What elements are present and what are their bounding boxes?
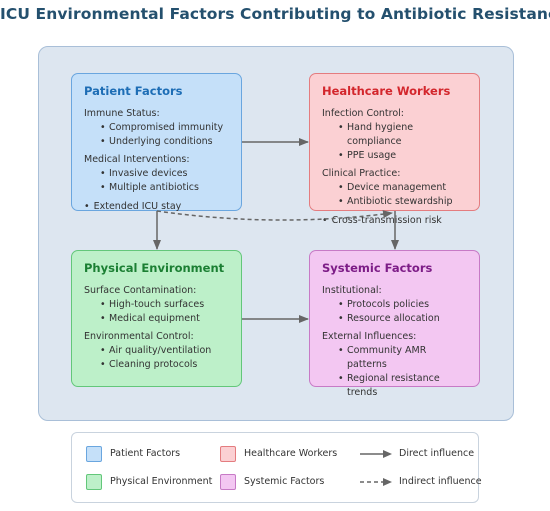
workers-section-infection-control: Infection Control: Hand hygiene complian… xyxy=(322,107,467,163)
systemic-section-external: External Influences: Community AMR patte… xyxy=(322,330,467,400)
physical-environment-title: Physical Environment xyxy=(84,261,225,275)
list-item: Resource allocation xyxy=(338,312,467,326)
section-label: Infection Control: xyxy=(322,108,404,119)
physical-section-surface: Surface Contamination: High-touch surfac… xyxy=(84,284,229,326)
legend-label: Indirect influence xyxy=(399,476,482,487)
physical-section-environmental-control: Environmental Control: Air quality/venti… xyxy=(84,330,229,372)
section-label: Institutional: xyxy=(322,285,382,296)
list-item: Multiple antibiotics xyxy=(100,181,229,195)
section-label: External Influences: xyxy=(322,331,417,342)
list-item: Community AMR patterns xyxy=(338,344,467,372)
bullet-icon: • xyxy=(84,201,90,212)
section-label: Clinical Practice: xyxy=(322,168,401,179)
bullet-icon: • xyxy=(322,215,328,226)
systemic-section-institutional: Institutional: Protocols policies Resour… xyxy=(322,284,467,326)
extra-label: Cross-transmission risk xyxy=(331,215,442,226)
legend-swatch-systemic xyxy=(220,474,236,490)
patient-section-interventions: Medical Interventions: Invasive devices … xyxy=(84,153,229,195)
legend-label: Systemic Factors xyxy=(244,476,325,487)
patient-factors-title: Patient Factors xyxy=(84,84,183,98)
section-label: Environmental Control: xyxy=(84,331,194,342)
list-item: Invasive devices xyxy=(100,167,229,181)
legend-swatch-patient xyxy=(86,446,102,462)
legend-label: Patient Factors xyxy=(110,448,181,459)
list-item: Medical equipment xyxy=(100,312,229,326)
section-label: Immune Status: xyxy=(84,108,160,119)
list-item: Device management xyxy=(338,181,467,195)
list-item: PPE usage xyxy=(338,149,467,163)
patient-factors-box: Patient Factors Immune Status: Compromis… xyxy=(71,73,242,214)
solid-arrow-icon xyxy=(360,450,392,458)
workers-section-clinical-practice: Clinical Practice: Device management Ant… xyxy=(322,167,467,209)
section-label: Surface Contamination: xyxy=(84,285,197,296)
section-label: Medical Interventions: xyxy=(84,154,190,165)
list-item: Cleaning protocols xyxy=(100,358,229,372)
healthcare-workers-title: Healthcare Workers xyxy=(322,84,451,98)
legend-label: Healthcare Workers xyxy=(244,448,338,459)
list-item: Antibiotic stewardship xyxy=(338,195,467,209)
legend-swatch-physical xyxy=(86,474,102,490)
legend-label: Physical Environment xyxy=(110,476,213,487)
dashed-arrow-icon xyxy=(360,478,392,486)
list-item: High-touch surfaces xyxy=(100,298,229,312)
list-item: Regional resistance trends xyxy=(338,372,467,400)
list-item: Underlying conditions xyxy=(100,135,229,149)
patient-section-immune: Immune Status: Compromised immunity Unde… xyxy=(84,107,229,149)
list-item: Compromised immunity xyxy=(100,121,229,135)
list-item: Protocols policies xyxy=(338,298,467,312)
healthcare-workers-box: Healthcare Workers Infection Control: Ha… xyxy=(309,73,480,226)
patient-extra-item: •Extended ICU stay xyxy=(84,200,229,214)
list-item: Hand hygiene compliance xyxy=(338,121,467,149)
workers-extra-item: •Cross-transmission risk xyxy=(322,214,467,228)
diagram-title: ICU Environmental Factors Contributing t… xyxy=(0,5,550,23)
physical-environment-box: Physical Environment Surface Contaminati… xyxy=(71,250,242,387)
extra-label: Extended ICU stay xyxy=(93,201,182,212)
systemic-factors-box: Systemic Factors Institutional: Protocol… xyxy=(309,250,480,398)
list-item: Air quality/ventilation xyxy=(100,344,229,358)
systemic-factors-title: Systemic Factors xyxy=(322,261,433,275)
legend: Patient Factors Healthcare Workers Direc… xyxy=(71,432,482,503)
legend-label: Direct influence xyxy=(399,448,475,459)
legend-swatch-workers xyxy=(220,446,236,462)
